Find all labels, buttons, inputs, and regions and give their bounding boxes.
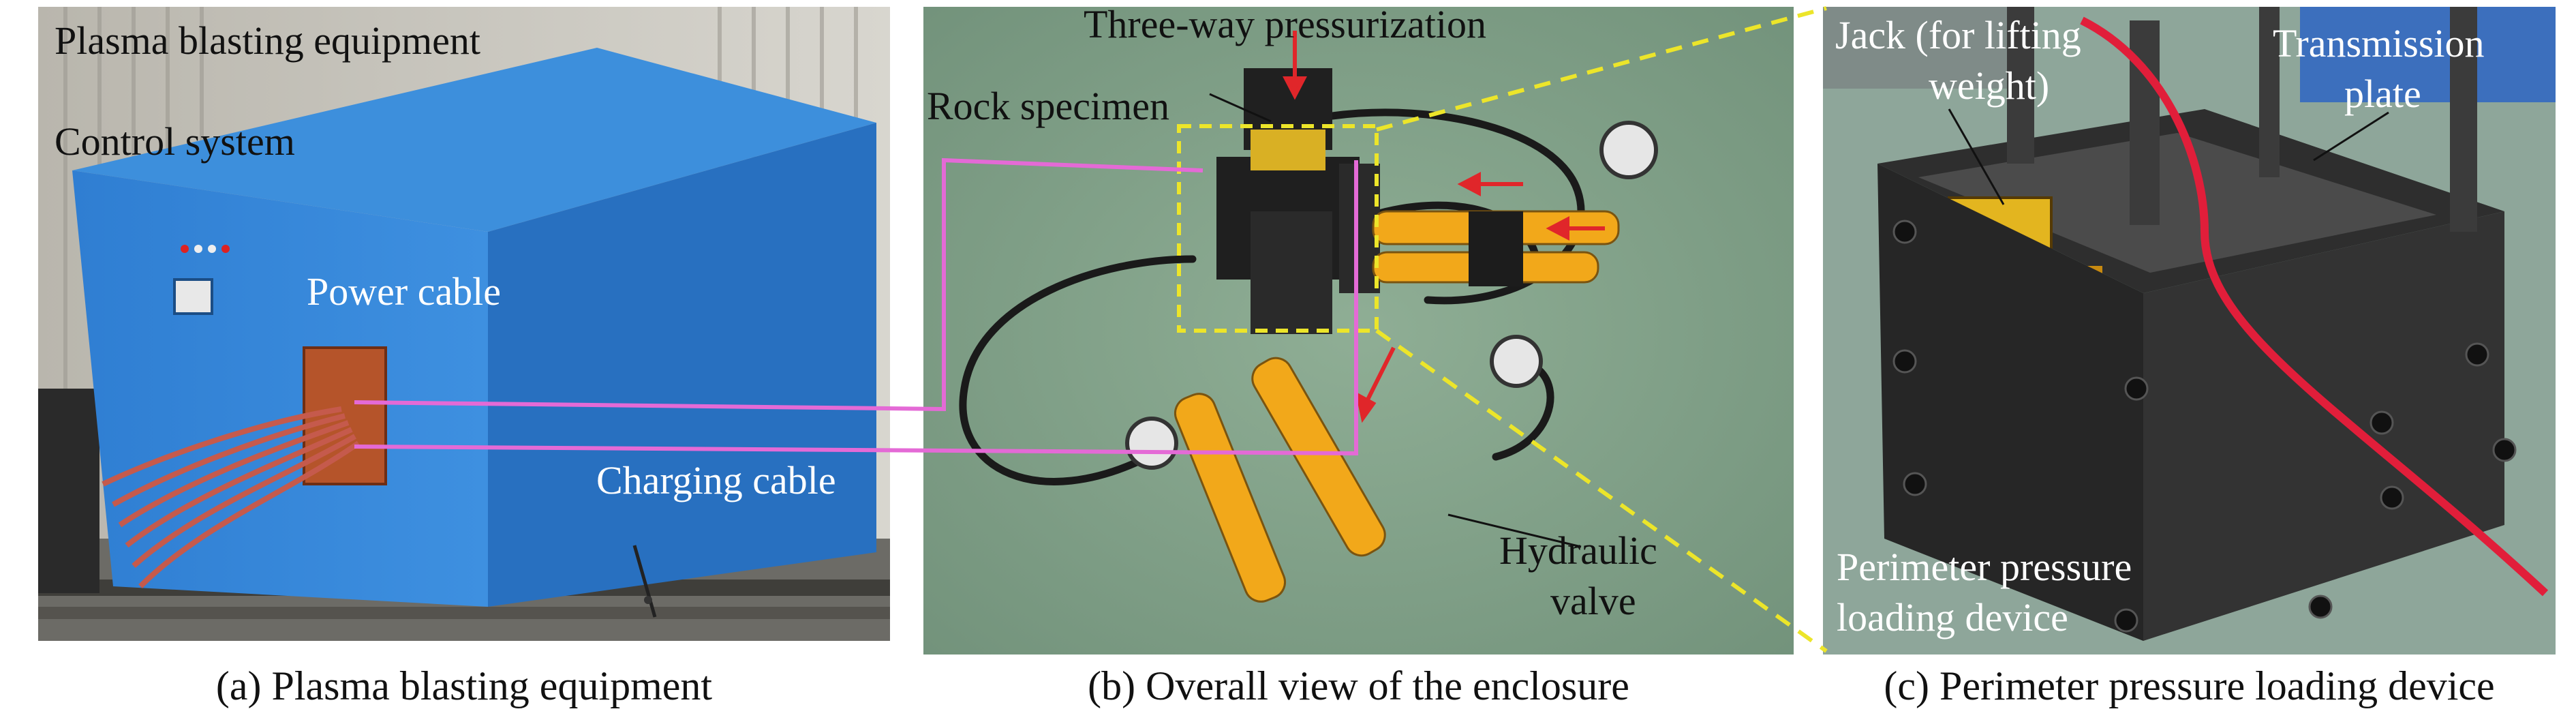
label-three-way-pressurization: Three-way pressurization	[1084, 2, 1487, 46]
label-transmission-line1: Transmission	[2273, 21, 2485, 65]
photo-perimeter-loading-device	[1823, 7, 2556, 655]
loading-device-photo	[1823, 7, 2556, 655]
label-transmission-line2: plate	[2344, 72, 2421, 116]
label-jack-line2: weight)	[1929, 63, 2050, 108]
label-control-system: Control system	[55, 119, 295, 164]
label-perimeter-line1: Perimeter pressure	[1837, 545, 2132, 589]
photo-plasma-blasting-equipment	[38, 7, 890, 641]
label-hydraulic-valve-line1: Hydraulic	[1499, 528, 1657, 573]
equipment-photo	[38, 7, 890, 641]
caption-panel-b: (b) Overall view of the enclosure	[1088, 663, 1629, 708]
label-rock-specimen: Rock specimen	[927, 84, 1169, 128]
label-power-cable: Power cable	[307, 269, 502, 314]
caption-panel-a: (a) Plasma blasting equipment	[215, 663, 713, 708]
label-jack-line1: Jack (for lifting	[1835, 13, 2081, 57]
label-charging-cable: Charging cable	[596, 458, 836, 502]
label-perimeter-line2: loading device	[1837, 595, 2068, 640]
label-plasma-blasting-equipment: Plasma blasting equipment	[55, 18, 481, 63]
label-hydraulic-valve-line2: valve	[1550, 579, 1636, 623]
caption-panel-c: (c) Perimeter pressure loading device	[1884, 663, 2495, 708]
